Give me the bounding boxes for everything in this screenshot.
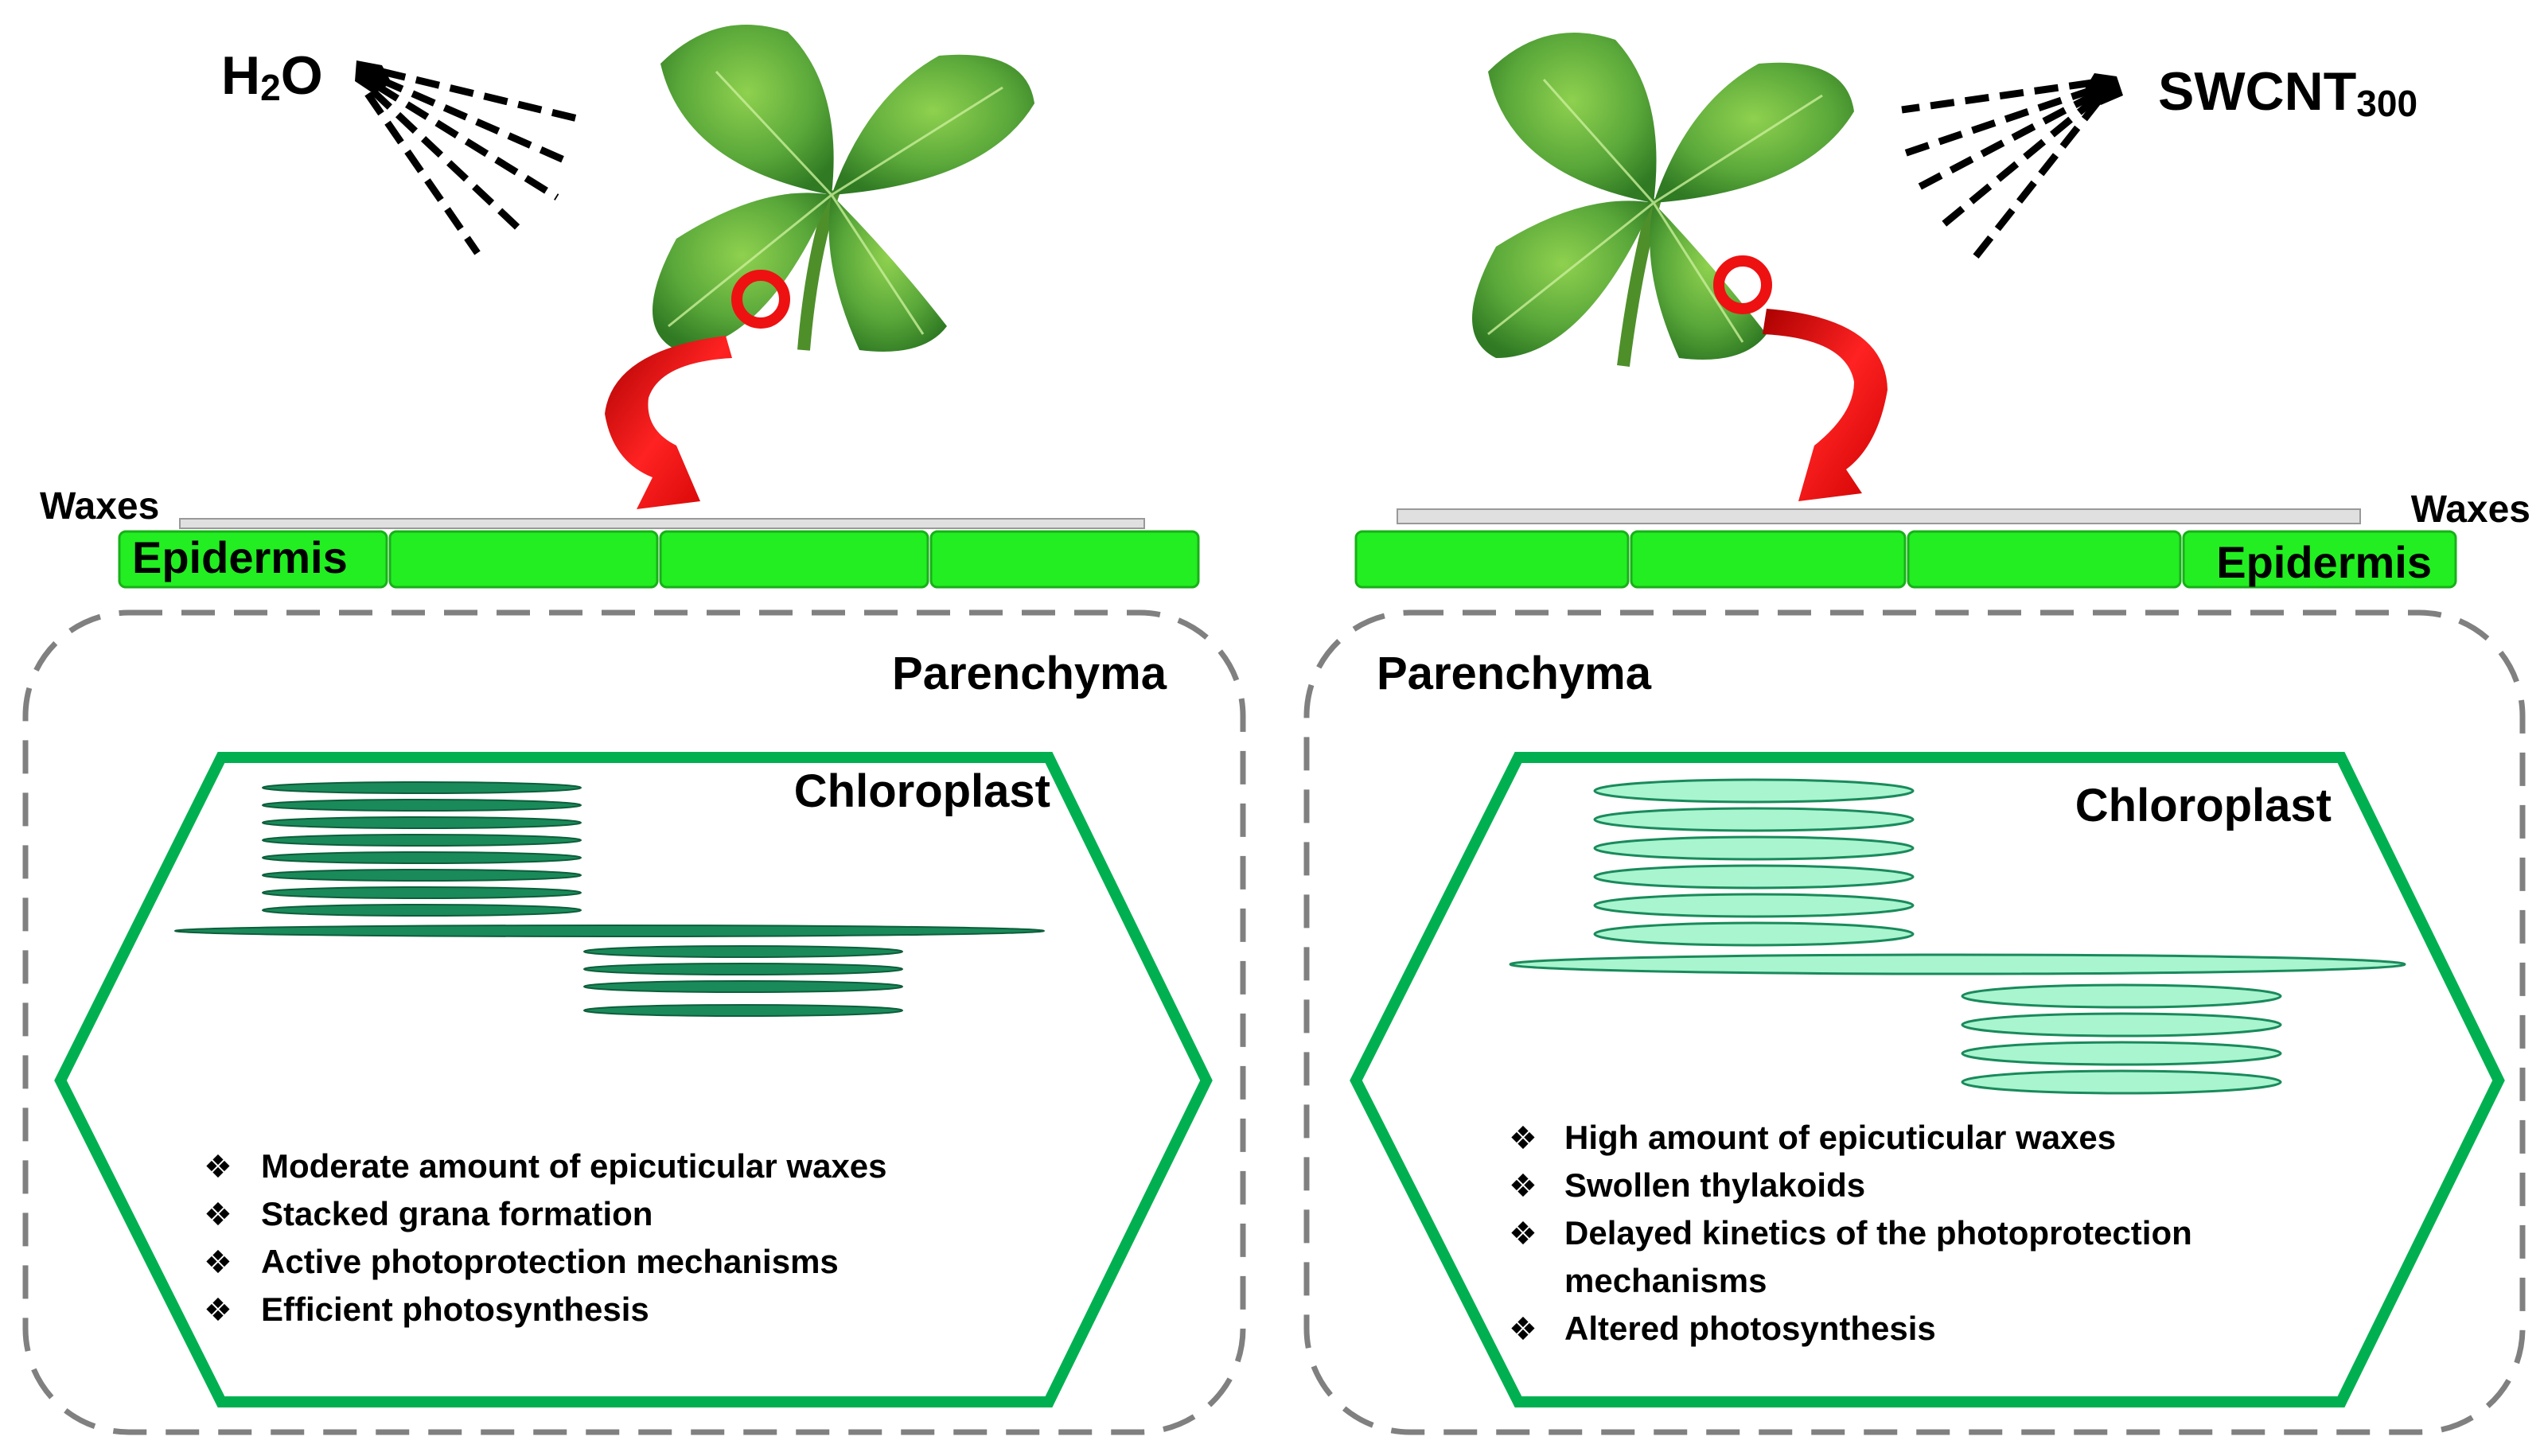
bullet-symbol: ❖ [204, 1197, 232, 1232]
bullet-symbol: ❖ [204, 1293, 232, 1328]
clover-plant-icon [653, 25, 1034, 352]
bullet-item: High amount of epicuticular waxes [1564, 1119, 2116, 1156]
parenchyma-label: Parenchyma [1377, 648, 1652, 699]
chloroplast-outline [54, 752, 1213, 1407]
bullet-item: Swollen thylakoids [1564, 1166, 1865, 1204]
chloroplast-label: Chloroplast [794, 765, 1050, 817]
bullet-item: mechanisms [1564, 1262, 1767, 1299]
bullet-symbol: ❖ [204, 1245, 232, 1280]
bullet-item: Altered photosynthesis [1564, 1310, 1936, 1347]
bullet-item: Active photoprotection mechanisms [261, 1243, 839, 1280]
epidermis-cell [1630, 530, 1907, 589]
epidermis-cells [1354, 530, 2457, 589]
waxes-label: Waxes [2411, 489, 2530, 531]
wax-layer [1397, 508, 2361, 524]
bullet-symbol: ❖ [1509, 1169, 1537, 1204]
thylakoid-stack [1509, 778, 2406, 1095]
left-panel: H2O Waxes Epide [22, 25, 1246, 1435]
parenchyma-region [1303, 609, 2526, 1435]
epidermis-cell [659, 530, 929, 589]
chloroplast-label: Chloroplast [2075, 780, 2332, 831]
curved-arrow-icon [1763, 309, 1888, 501]
left-bullet-list: ❖ Moderate amount of epicuticular waxes … [204, 1147, 887, 1328]
bullet-item: Stacked grana formation [261, 1195, 653, 1232]
spray-nozzle-icon [1900, 73, 2123, 262]
parenchyma-label: Parenchyma [892, 648, 1167, 699]
epidermis-cell [1354, 530, 1630, 589]
epidermis-cell [929, 530, 1200, 589]
curved-arrow-icon [605, 336, 732, 509]
right-bullet-list: ❖ High amount of epicuticular waxes ❖ Sw… [1509, 1119, 2192, 1347]
epidermis-cell [388, 530, 659, 589]
thylakoid-stack [174, 781, 1045, 1017]
right-panel: SWCNT300 Waxes Epidermis Parenchyma Chlo… [1303, 33, 2530, 1435]
h2o-label: H2O [221, 45, 323, 108]
epidermis-cell [1907, 530, 2182, 589]
wax-layer [179, 518, 1145, 529]
clover-plant-icon [1472, 33, 1854, 367]
waxes-label: Waxes [40, 485, 159, 528]
bullet-item: Efficient photosynthesis [261, 1291, 649, 1328]
sample-spot-marker [1713, 255, 1772, 314]
bullet-item: Moderate amount of epicuticular waxes [261, 1147, 887, 1185]
epidermis-label: Epidermis [132, 532, 348, 582]
epidermis-cell [2182, 530, 2457, 589]
chloroplast-outline [1350, 752, 2505, 1407]
spray-nozzle-icon [355, 60, 582, 255]
bullet-symbol: ❖ [1509, 1121, 1537, 1156]
bullet-symbol: ❖ [1509, 1217, 1537, 1252]
epidermis-cells [118, 530, 1200, 589]
parenchyma-region [22, 609, 1246, 1435]
sample-spot-marker [731, 270, 790, 329]
bullet-item: Delayed kinetics of the photoprotection [1564, 1214, 2192, 1252]
bullet-symbol: ❖ [1509, 1312, 1537, 1347]
epidermis-label: Epidermis [2216, 537, 2432, 587]
epidermis-cell [118, 530, 388, 589]
bullet-symbol: ❖ [204, 1150, 232, 1185]
swcnt-label: SWCNT300 [2158, 61, 2417, 124]
